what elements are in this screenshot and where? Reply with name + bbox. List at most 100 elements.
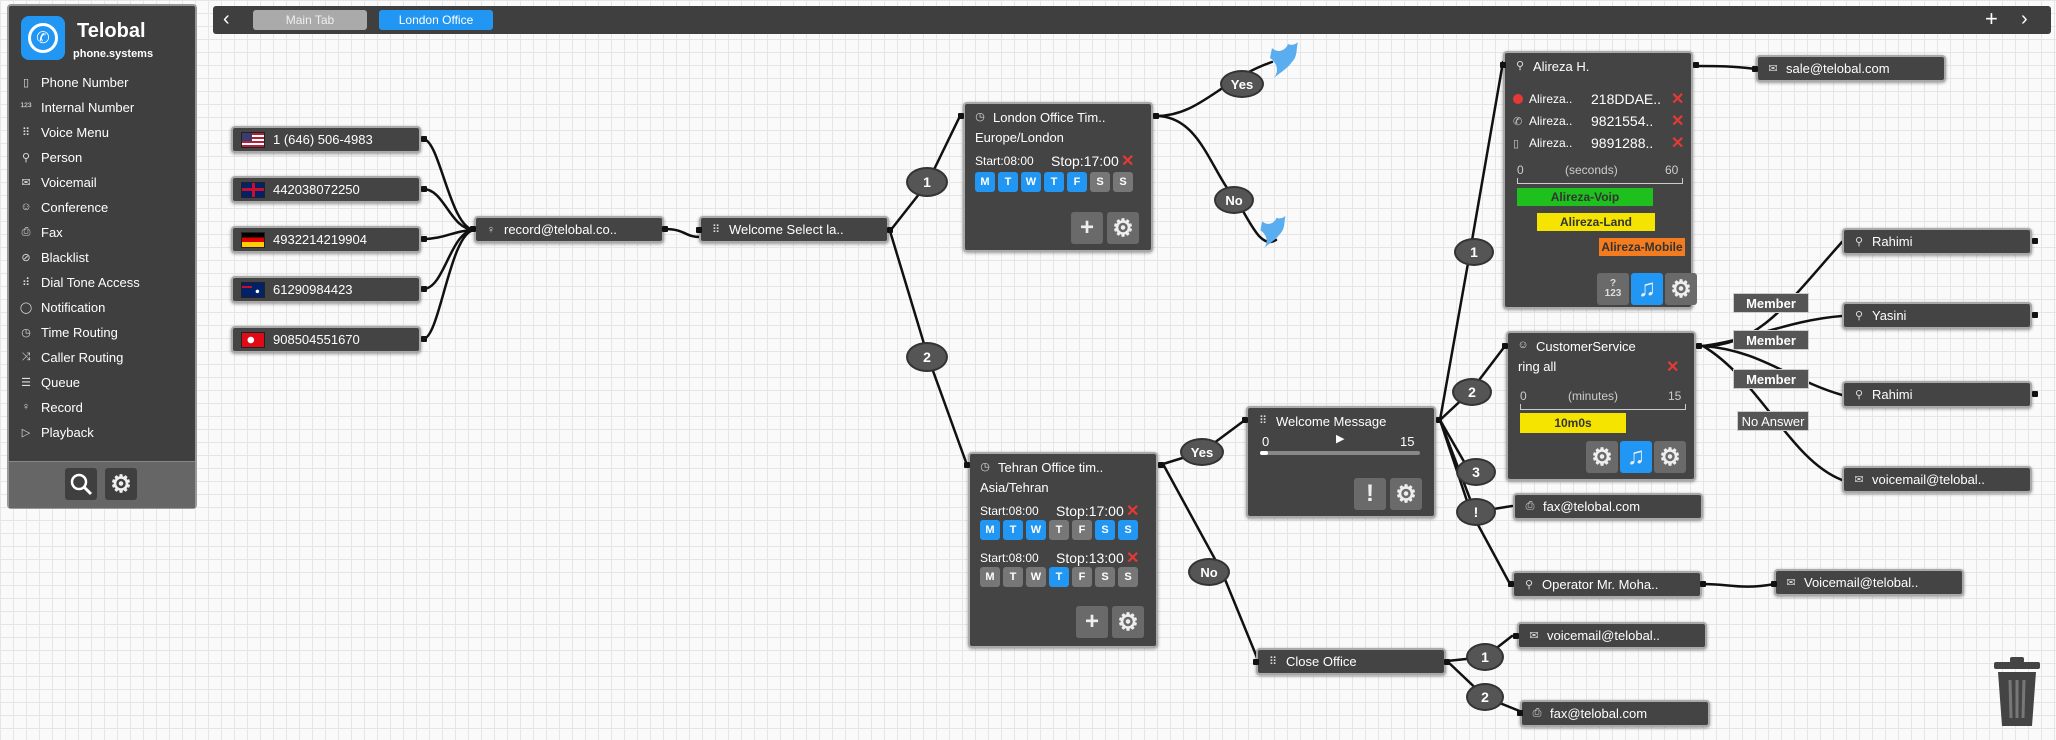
sidebar-item-queue[interactable]: ☰Queue [19, 372, 80, 392]
branch-1-badge[interactable]: 1 [1454, 238, 1494, 266]
branch-2-badge[interactable]: 2 [1466, 683, 1504, 711]
weekday-toggle[interactable]: T [1003, 520, 1023, 540]
settings-button[interactable]: ⚙ [105, 468, 137, 500]
ring-bar-land[interactable]: Alireza-Land [1537, 213, 1655, 231]
member-rahimi-node[interactable]: ⚲Rahimi [1842, 228, 2032, 255]
weekday-toggle[interactable]: F [1067, 172, 1087, 192]
phone-number-node[interactable]: 4932214219904 [231, 226, 421, 253]
device-row[interactable]: Alireza.. 218DDAE.. ✕ [1513, 89, 1685, 109]
add-tab-icon[interactable]: + [1985, 6, 1998, 31]
settings-button[interactable]: ⚙ [1665, 273, 1697, 305]
search-button[interactable] [65, 468, 97, 500]
settings-button[interactable]: ⚙ [1586, 441, 1618, 473]
ring-time-bar[interactable]: 10m0s [1520, 413, 1626, 433]
person-alireza-node[interactable]: ⚲Alireza H. Alireza.. 218DDAE.. ✕ ✆ Alir… [1503, 51, 1697, 309]
add-button[interactable]: + [1076, 606, 1108, 638]
sidebar-item-blacklist[interactable]: ⊘Blacklist [19, 247, 88, 267]
settings-button[interactable]: ⚙ [1112, 606, 1144, 638]
forward-arrow-icon[interactable]: › [2021, 8, 2028, 30]
fax-close-node[interactable]: ⎙fax@telobal.com [1520, 700, 1710, 727]
weekday-toggle[interactable]: T [1044, 172, 1064, 192]
weekday-toggle[interactable]: M [975, 172, 995, 192]
weekday-toggle[interactable]: S [1095, 520, 1115, 540]
sidebar-item-voicemail[interactable]: ✉Voicemail [19, 172, 96, 192]
tab-london-office[interactable]: London Office [379, 10, 493, 30]
sidebar-item-conference[interactable]: ☺Conference [20, 199, 109, 215]
delete-icon[interactable]: ✕ [1666, 359, 1680, 376]
delete-icon[interactable]: ✕ [1126, 503, 1140, 520]
sidebar-item-phone-number[interactable]: ▯Phone Number [19, 72, 128, 92]
weekday-toggle[interactable]: S [1118, 520, 1138, 540]
tehran-office-time-node[interactable]: ◷Tehran Office tim.. Asia/Tehran Start:0… [968, 452, 1158, 648]
play-icon[interactable]: ▶ [1336, 433, 1345, 445]
playback-progress[interactable] [1260, 451, 1420, 455]
timeout-badge[interactable]: ! [1456, 498, 1496, 526]
voicemail-close-node[interactable]: ✉voicemail@telobal.. [1517, 622, 1707, 649]
record-node[interactable]: ♀record@telobal.co.. [474, 216, 664, 243]
fax-node[interactable]: ⎙fax@telobal.com [1513, 493, 1703, 520]
sidebar-item-voice-menu[interactable]: ⠿Voice Menu [19, 122, 109, 142]
app-logo[interactable]: ✆ [21, 16, 65, 60]
weekday-toggle[interactable]: M [980, 520, 1000, 540]
settings-button[interactable]: ⚙ [1107, 212, 1139, 244]
music-button[interactable]: ♫ [1620, 441, 1652, 473]
weekday-toggle[interactable]: T [998, 172, 1018, 192]
branch-1-badge[interactable]: 1 [1466, 643, 1504, 671]
sidebar-item-playback[interactable]: ▷Playback [19, 422, 94, 442]
welcome-message-node[interactable]: ⠿Welcome Message 0 ▶ 15 ! ⚙ [1246, 406, 1436, 518]
sidebar-item-dial-tone-access[interactable]: ⠾Dial Tone Access [19, 272, 140, 292]
alert-button[interactable]: ! [1354, 478, 1386, 510]
sidebar-item-notification[interactable]: ◯Notification [19, 299, 106, 315]
weekday-toggle[interactable]: W [1026, 567, 1046, 587]
weekday-toggle[interactable]: T [1049, 520, 1069, 540]
sidebar-item-fax[interactable]: ⎙Fax [19, 222, 63, 242]
sidebar-item-record[interactable]: ♀Record [19, 397, 83, 417]
weekday-toggle[interactable]: S [1118, 567, 1138, 587]
settings-button[interactable]: ⚙ [1390, 478, 1422, 510]
delete-icon[interactable]: ✕ [1126, 550, 1140, 567]
device-row[interactable]: ✆ Alireza.. 9821554.. ✕ [1513, 113, 1685, 130]
ring-bar-voip[interactable]: Alireza-Voip [1517, 188, 1653, 206]
weekday-toggle[interactable]: W [1021, 172, 1041, 192]
add-button[interactable]: + [1071, 212, 1103, 244]
welcome-select-node[interactable]: ⠿Welcome Select la.. [699, 216, 889, 243]
phone-number-node[interactable]: 442038072250 [231, 176, 421, 203]
delete-icon[interactable]: ✕ [1121, 153, 1135, 170]
weekday-toggle[interactable]: S [1095, 567, 1115, 587]
sidebar-item-caller-routing[interactable]: ⤨Caller Routing [19, 347, 124, 367]
weekday-toggle[interactable]: M [980, 567, 1000, 587]
delete-icon[interactable]: ✕ [1671, 113, 1685, 130]
branch-2-badge[interactable]: 2 [1452, 378, 1492, 406]
trash-icon[interactable] [1992, 656, 2042, 728]
customer-service-queue-node[interactable]: ☺CustomerService ✕ ring all 0 (minutes) … [1506, 331, 1696, 481]
sidebar-item-person[interactable]: ⚲Person [19, 147, 82, 167]
delete-icon[interactable]: ✕ [1671, 135, 1685, 152]
weekday-toggle[interactable]: S [1090, 172, 1110, 192]
weekday-toggle[interactable]: W [1026, 520, 1046, 540]
sidebar-item-time-routing[interactable]: ◷Time Routing [19, 322, 118, 342]
music-button[interactable]: ♫ [1631, 273, 1663, 305]
tab-main[interactable]: Main Tab [253, 10, 367, 30]
voicemail-operator-node[interactable]: ✉Voicemail@telobal.. [1774, 569, 1964, 596]
phone-number-node[interactable]: 61290984423 [231, 276, 421, 303]
delete-icon[interactable]: ✕ [1671, 91, 1685, 108]
unknown-number-button[interactable]: ? 123 [1597, 273, 1629, 305]
device-row[interactable]: ▯ Alireza.. 9891288.. ✕ [1513, 135, 1685, 152]
sale-email-node[interactable]: ✉sale@telobal.com [1756, 55, 1946, 82]
branch-1-badge[interactable]: 1 [906, 167, 948, 197]
ring-bar-mobile[interactable]: Alireza-Mobile [1599, 238, 1685, 256]
weekday-toggle[interactable]: F [1072, 520, 1092, 540]
london-office-time-node[interactable]: ◷London Office Tim.. Europe/London Start… [963, 102, 1153, 252]
member-rahimi-node[interactable]: ⚲Rahimi [1842, 381, 2032, 408]
weekday-toggle[interactable]: T [1049, 567, 1069, 587]
weekday-toggle[interactable]: T [1003, 567, 1023, 587]
voicemail-cs-node[interactable]: ✉voicemail@telobal.. [1842, 466, 2032, 493]
phone-number-node[interactable]: 1 (646) 506-4983 [231, 126, 421, 153]
settings-button[interactable]: ⚙ [1654, 441, 1686, 473]
member-yasini-node[interactable]: ⚲Yasini [1842, 302, 2032, 329]
phone-number-node[interactable]: 908504551670 [231, 326, 421, 353]
back-arrow-icon[interactable]: ‹ [223, 8, 230, 30]
branch-2-badge[interactable]: 2 [906, 342, 948, 372]
weekday-toggle[interactable]: S [1113, 172, 1133, 192]
